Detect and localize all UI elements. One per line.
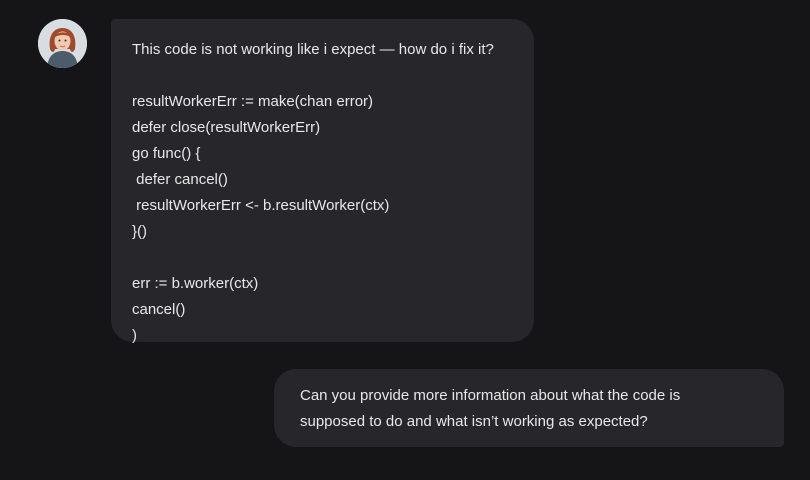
avatar-portrait-icon	[38, 19, 87, 68]
assistant-text-line: Can you provide more information about w…	[300, 387, 681, 404]
code-line: }()	[132, 223, 147, 240]
code-line: cancel()	[132, 301, 186, 318]
code-line: err := b.worker(ctx)	[132, 275, 259, 292]
assistant-message-bubble: Can you provide more information about w…	[274, 369, 784, 447]
code-line: )	[132, 327, 137, 344]
code-block-2: err := b.worker(ctx) cancel() )	[132, 271, 514, 349]
code-line: defer cancel()	[132, 171, 228, 188]
assistant-text-line: supposed to do and what isn’t working as…	[300, 413, 648, 430]
code-line: resultWorkerErr := make(chan error)	[132, 93, 374, 110]
code-line: go func() {	[132, 145, 201, 162]
code-line: resultWorkerErr <- b.resultWorker(ctx)	[132, 197, 390, 214]
code-gap	[132, 245, 514, 271]
user-question-text: This code is not working like i expect —…	[132, 41, 494, 58]
code-block-1: resultWorkerErr := make(chan error) defe…	[132, 89, 514, 245]
user-message-bubble: This code is not working like i expect —…	[111, 19, 534, 344]
code-line: defer close(resultWorkerErr)	[132, 119, 321, 136]
user-avatar	[38, 19, 87, 68]
